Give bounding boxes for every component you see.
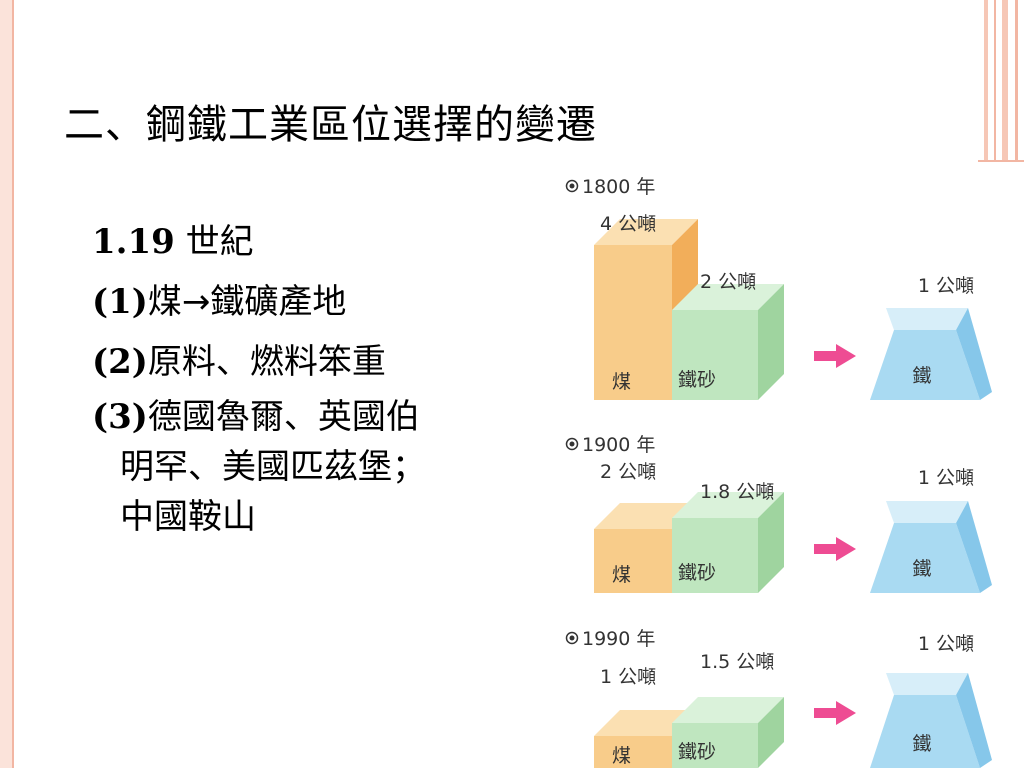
- panel-3-arrow-shaft: [814, 708, 838, 718]
- panel-3-ore-label: 鐵砂: [678, 741, 716, 763]
- panel-3-year-bullet-dot: [569, 635, 575, 641]
- panel-2-year-bullet-icon: [565, 437, 579, 451]
- panel-3-iron-front: [870, 695, 980, 768]
- panel-2-year-bullet-dot: [569, 441, 575, 447]
- panel-3-iron-side: [956, 673, 992, 768]
- right-border-line: [978, 160, 1024, 162]
- panel-2-iron-front: [870, 523, 980, 593]
- bullet-4-continuation-2: 中國鞍山: [120, 497, 256, 537]
- panel-1-coal-box-front: [594, 245, 672, 400]
- bullet-2-lead: (1): [92, 282, 148, 322]
- panel-2-coal-label: 煤: [612, 564, 631, 586]
- bullet-1: 1.19 世紀: [92, 212, 532, 272]
- panel-1-iron-weight: 1 公噸: [918, 275, 974, 297]
- panel-2-iron-weight: 1 公噸: [918, 467, 974, 489]
- bullet-2-text: 煤→鐵礦產地: [147, 282, 347, 322]
- bullet-3-lead: (2): [92, 342, 148, 382]
- bullet-list: 1.19 世紀 (1)煤→鐵礦產地 (2)原料、燃料笨重 (3)德國魯爾、英國伯…: [92, 212, 532, 542]
- panel-2-ore-weight: 1.8 公噸: [700, 481, 774, 503]
- panel-2-iron-side: [956, 501, 992, 593]
- panel-2-coal-weight: 2 公噸: [600, 461, 656, 483]
- panel-1-iron-label: 鐵: [912, 365, 931, 387]
- bullet-1-lead: 1.19: [92, 222, 175, 262]
- panel-3-ore-weight: 1.5 公噸: [700, 651, 774, 673]
- panel-3-iron-weight: 1 公噸: [918, 633, 974, 655]
- panel-2-ore-box-front: [672, 518, 758, 593]
- bullet-1-text: 世紀: [174, 222, 254, 262]
- panel-1-ore-weight: 2 公噸: [700, 271, 756, 293]
- panel-3-iron-top: [886, 673, 968, 695]
- panel-1-ore-label: 鐵砂: [678, 369, 716, 391]
- panel-1-ore-box-front: [672, 310, 758, 400]
- panel-3-ore-box-top: [672, 697, 784, 723]
- panel-3-ore-box-front: [672, 723, 758, 768]
- panel-1-year-bullet-icon: [565, 179, 579, 193]
- panel-2-ore-box-side: [758, 492, 784, 593]
- panel-3-coal-weight: 1 公噸: [600, 666, 656, 688]
- panel-3-iron-label: 鐵: [912, 733, 931, 755]
- panel-1-iron-top: [886, 308, 968, 330]
- right-border-decoration: [978, 0, 1024, 160]
- panel-1-iron-front: [870, 330, 980, 400]
- panel-3-coal-label: 煤: [612, 745, 631, 767]
- panel-1-ore-box-side: [758, 284, 784, 400]
- panel-2-iron-top: [886, 501, 968, 523]
- iron-production-diagram: 1800 年煤鐵砂4 公噸2 公噸鐵1 公噸1900 年煤鐵砂2 公噸1.8 公…: [565, 176, 992, 768]
- panel-3-ore-box-side: [758, 697, 784, 768]
- panel-2-coal-box-front: [594, 529, 672, 593]
- bullet-3: (2)原料、燃料笨重: [92, 332, 532, 392]
- panel-1-arrow-head-icon: [836, 344, 856, 368]
- left-border-decoration: [0, 0, 14, 768]
- panel-3-arrow-head-icon: [836, 701, 856, 725]
- panel-1-coal-label: 煤: [612, 371, 631, 393]
- panel-2-arrow-shaft: [814, 544, 838, 554]
- panel-1-year: 1800 年: [582, 176, 655, 198]
- panel-3-year: 1990 年: [582, 628, 655, 650]
- panel-1-coal-weight: 4 公噸: [600, 213, 656, 235]
- bullet-3-text: 原料、燃料笨重: [147, 342, 386, 382]
- panel-3-coal-box-front: [594, 736, 672, 768]
- panel-2-ore-label: 鐵砂: [678, 562, 716, 584]
- panel-2-year: 1900 年: [582, 434, 655, 456]
- panel-1-coal-box-top: [594, 219, 698, 245]
- panel-1-year-bullet-dot: [569, 183, 575, 189]
- panel-2-arrow-head-icon: [836, 537, 856, 561]
- panel-2-iron-label: 鐵: [912, 558, 931, 580]
- bullet-4-lead: (3): [92, 397, 148, 437]
- panel-1-iron-side: [956, 308, 992, 400]
- panel-3-year-bullet-icon: [565, 631, 579, 645]
- panel-1-arrow-shaft: [814, 351, 838, 361]
- panel-1-ore-box-top: [672, 284, 784, 310]
- panel-2-ore-box-top: [672, 492, 784, 518]
- bullet-4: (3)德國魯爾、英國伯: [92, 392, 532, 442]
- bullet-4-text: 德國魯爾、英國伯: [147, 397, 420, 437]
- bullet-2: (1)煤→鐵礦產地: [92, 272, 532, 332]
- slide-title: 二、鋼鐵工業區位選擇的變遷: [64, 102, 597, 148]
- bullet-4-continuation-1: 明罕、美國匹茲堡；: [120, 447, 426, 487]
